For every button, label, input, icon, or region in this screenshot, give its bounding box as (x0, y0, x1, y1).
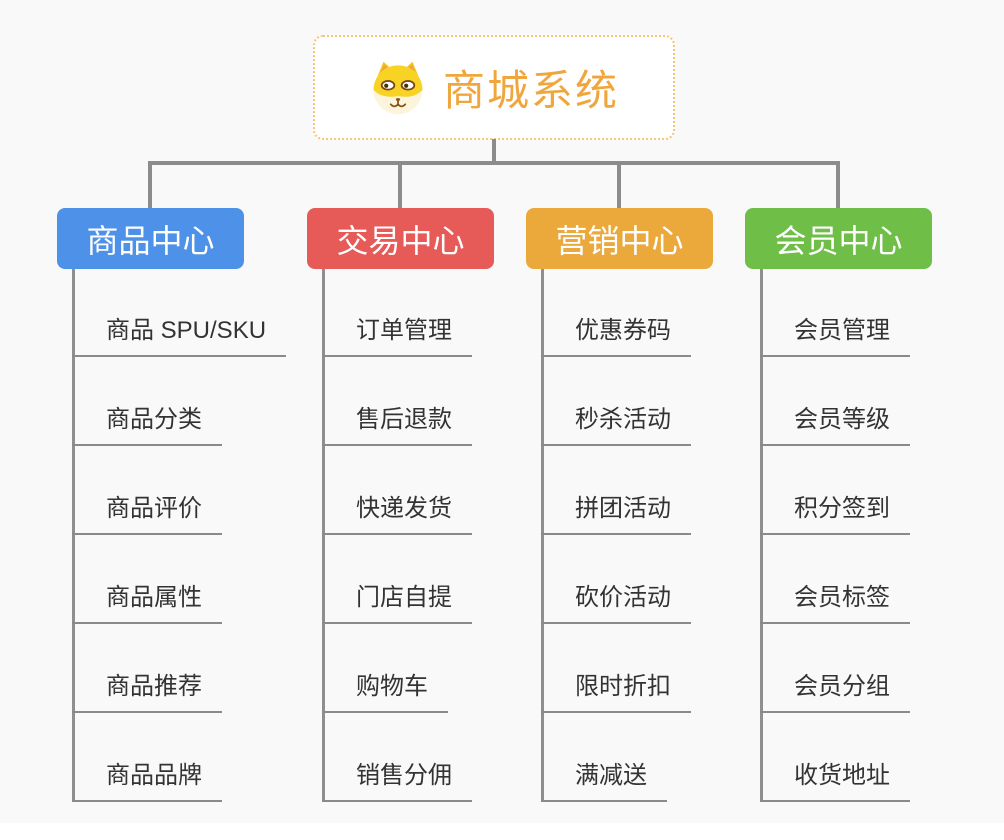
leaf-node[interactable]: 购物车 (322, 673, 448, 713)
branch-node[interactable]: 营销中心 (526, 208, 713, 269)
leaf-node[interactable]: 商品 SPU/SKU (72, 317, 287, 357)
leaf-node[interactable]: 会员分组 (760, 673, 910, 713)
leaf-node[interactable]: 售后退款 (322, 406, 472, 446)
leaf-node[interactable]: 会员标签 (760, 584, 910, 624)
leaf-node[interactable]: 优惠券码 (541, 317, 691, 357)
root-node[interactable]: 商城系统 (313, 35, 675, 140)
canvas-bottom-edge (0, 823, 1004, 840)
leaf-node[interactable]: 收货地址 (760, 762, 910, 802)
leaf-node[interactable]: 会员管理 (760, 317, 910, 357)
leaf-node[interactable]: 砍价活动 (541, 584, 691, 624)
leaf-node[interactable]: 满减送 (541, 762, 667, 802)
root-title: 商城系统 (442, 67, 619, 114)
connector-drop-4 (836, 161, 840, 209)
connector-drop-3 (617, 161, 621, 209)
branch-trunk-line (541, 269, 544, 802)
branch-trunk-line (760, 269, 763, 802)
branch-node[interactable]: 商品中心 (57, 208, 244, 269)
leaf-node[interactable]: 拼团活动 (541, 495, 691, 535)
leaf-node[interactable]: 商品分类 (72, 406, 222, 446)
branch-trunk-line (72, 269, 75, 802)
leaf-node[interactable]: 秒杀活动 (541, 406, 691, 446)
connector-bus (148, 161, 840, 165)
branch-trunk-line (322, 269, 325, 802)
leaf-node[interactable]: 订单管理 (322, 317, 472, 357)
branch-node[interactable]: 会员中心 (745, 208, 932, 269)
leaf-node[interactable]: 商品品牌 (72, 762, 222, 802)
connector-root-stub (492, 139, 496, 165)
connector-drop-1 (148, 161, 152, 209)
connector-drop-2 (398, 161, 402, 209)
leaf-node[interactable]: 商品推荐 (72, 673, 222, 713)
shiba-dog-icon (373, 61, 423, 114)
leaf-node[interactable]: 积分签到 (760, 495, 910, 535)
leaf-node[interactable]: 限时折扣 (541, 673, 691, 713)
leaf-node[interactable]: 快递发货 (322, 495, 472, 535)
leaf-node[interactable]: 商品属性 (72, 584, 222, 624)
leaf-node[interactable]: 门店自提 (322, 584, 472, 624)
branch-node[interactable]: 交易中心 (307, 208, 494, 269)
leaf-node[interactable]: 会员等级 (760, 406, 910, 446)
leaf-node[interactable]: 销售分佣 (322, 762, 472, 802)
leaf-node[interactable]: 商品评价 (72, 495, 222, 535)
